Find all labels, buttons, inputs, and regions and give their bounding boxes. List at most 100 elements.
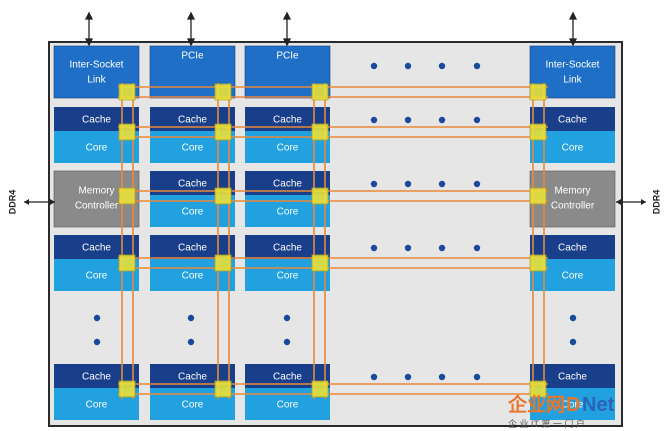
mesh-stop bbox=[529, 123, 547, 141]
mesh-stop bbox=[311, 83, 329, 101]
core-label: Core bbox=[86, 143, 108, 154]
inter-socket-link-right-label-2: Link bbox=[563, 75, 582, 86]
ellipsis-dot bbox=[283, 338, 291, 346]
pcie-block-1-label: PCIe bbox=[181, 51, 204, 62]
ellipsis-dot bbox=[473, 116, 481, 124]
mesh-stop bbox=[214, 123, 232, 141]
cache-label: Cache bbox=[178, 372, 207, 383]
mesh-stop bbox=[118, 123, 136, 141]
ellipsis-dot bbox=[404, 116, 412, 124]
ellipsis-dots bbox=[93, 62, 577, 381]
core-label: Core bbox=[182, 400, 204, 411]
watermark-brand-net: Net bbox=[582, 394, 615, 416]
ellipsis-dot bbox=[283, 314, 291, 322]
ellipsis-dot bbox=[370, 62, 378, 70]
mesh-stop bbox=[529, 254, 547, 272]
ellipsis-dot bbox=[569, 338, 577, 346]
core-label: Core bbox=[182, 207, 204, 218]
mesh-stop bbox=[214, 254, 232, 272]
cache-label: Cache bbox=[273, 179, 302, 190]
mesh-stops bbox=[118, 83, 547, 398]
memory-label-2: Controller bbox=[551, 201, 595, 212]
cache-label: Cache bbox=[178, 115, 207, 126]
cache-label: Cache bbox=[273, 115, 302, 126]
ellipsis-dot bbox=[438, 180, 446, 188]
cache-label: Cache bbox=[82, 115, 111, 126]
cache-label: Cache bbox=[82, 372, 111, 383]
mesh-stop bbox=[118, 380, 136, 398]
mesh-stop bbox=[118, 187, 136, 205]
io-arrow-4 bbox=[568, 11, 578, 47]
core-label: Core bbox=[562, 143, 584, 154]
cache-label: Cache bbox=[178, 243, 207, 254]
memory-label-2: Controller bbox=[75, 201, 119, 212]
cache-label: Cache bbox=[273, 372, 302, 383]
ellipsis-dot bbox=[93, 314, 101, 322]
memory-label-1: Memory bbox=[78, 186, 114, 197]
ellipsis-dot bbox=[370, 180, 378, 188]
core-label: Core bbox=[277, 271, 299, 282]
io-arrow-2 bbox=[186, 11, 196, 47]
ellipsis-dot bbox=[187, 338, 195, 346]
ellipsis-dot bbox=[404, 373, 412, 381]
mesh-stop bbox=[311, 123, 329, 141]
ellipsis-dot bbox=[404, 180, 412, 188]
ellipsis-dot bbox=[404, 62, 412, 70]
inter-socket-link-right-label-1: Inter-Socket bbox=[546, 60, 600, 71]
ddr4-left-label: DDR4 bbox=[7, 190, 17, 215]
cache-label: Cache bbox=[558, 372, 587, 383]
mesh-stop bbox=[311, 187, 329, 205]
core-label: Core bbox=[277, 207, 299, 218]
ellipsis-dot bbox=[438, 373, 446, 381]
ellipsis-dot bbox=[370, 244, 378, 252]
cache-label: Cache bbox=[558, 115, 587, 126]
mesh-stop bbox=[311, 254, 329, 272]
ellipsis-dot bbox=[473, 244, 481, 252]
mesh-stop bbox=[118, 254, 136, 272]
watermark-brand-d: D bbox=[566, 394, 580, 416]
core-label: Core bbox=[182, 143, 204, 154]
io-arrow-3 bbox=[282, 11, 292, 47]
watermark-slogan: 企 业 IT 第 一 门 户 bbox=[508, 418, 585, 429]
die-outline bbox=[48, 41, 623, 427]
ellipsis-dot bbox=[370, 373, 378, 381]
core-label: Core bbox=[562, 271, 584, 282]
watermark-logo: 企业网 D Net 企 业 IT 第 一 门 户 bbox=[507, 393, 615, 429]
inter-socket-link-left-label-1: Inter-Socket bbox=[70, 60, 124, 71]
ellipsis-dot bbox=[569, 314, 577, 322]
core-label: Core bbox=[86, 271, 108, 282]
mesh-stop bbox=[214, 187, 232, 205]
ellipsis-dot bbox=[473, 180, 481, 188]
mesh-stop bbox=[529, 83, 547, 101]
ellipsis-dot bbox=[438, 244, 446, 252]
mesh-stop bbox=[529, 187, 547, 205]
pcie-block-2-label: PCIe bbox=[276, 51, 299, 62]
mesh-stop bbox=[214, 380, 232, 398]
cache-label: Cache bbox=[178, 179, 207, 190]
ellipsis-dot bbox=[438, 116, 446, 124]
ddr4-right-connector: DDR4 bbox=[616, 190, 661, 214]
mesh-stop bbox=[529, 380, 547, 398]
inter-socket-link-left-label-2: Link bbox=[87, 75, 106, 86]
cache-label: Cache bbox=[558, 243, 587, 254]
core-label: Core bbox=[86, 400, 108, 411]
ellipsis-dot bbox=[370, 116, 378, 124]
mesh-stop bbox=[214, 83, 232, 101]
ellipsis-dot bbox=[187, 314, 195, 322]
mesh-stop bbox=[118, 83, 136, 101]
ellipsis-dot bbox=[473, 62, 481, 70]
cache-label: Cache bbox=[273, 243, 302, 254]
ddr4-left-connector: DDR4 bbox=[7, 190, 55, 215]
core-label: Core bbox=[562, 400, 584, 411]
io-arrows bbox=[84, 11, 578, 47]
watermark-brand-cn: 企业网 bbox=[507, 393, 565, 416]
ellipsis-dot bbox=[404, 244, 412, 252]
core-label: Core bbox=[182, 271, 204, 282]
cache-label: Cache bbox=[82, 243, 111, 254]
ellipsis-dot bbox=[93, 338, 101, 346]
mesh-stop bbox=[311, 380, 329, 398]
ellipsis-dot bbox=[473, 373, 481, 381]
core-label: Core bbox=[277, 143, 299, 154]
io-arrow-1 bbox=[84, 11, 94, 47]
